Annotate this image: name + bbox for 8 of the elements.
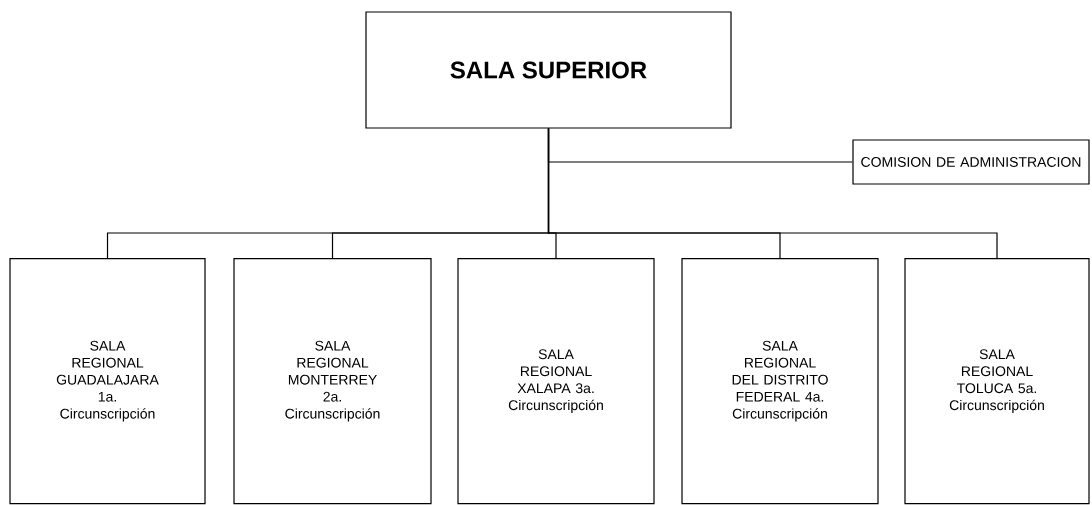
office-box: SALA REGIONAL DEL DISTRITO FEDERAL 4a. Circunscripción (681, 258, 879, 505)
office-box: SALA REGIONAL MONTERREY 2a. Circunscripción (233, 258, 432, 505)
connector-line (547, 128, 998, 259)
title-box: SALA SUPERIOR (365, 11, 732, 129)
committee-box: COMISION DE ADMINISTRACION (852, 139, 1090, 185)
office-box: SALA REGIONAL XALAPA 3a. Circunscripción (457, 258, 655, 505)
office-box: SALA REGIONAL GUADALAJARA 1a. Circunscripción (9, 258, 206, 505)
office-box: SALA REGIONAL TOLUCA 5a. Circunscripción (904, 258, 1090, 505)
